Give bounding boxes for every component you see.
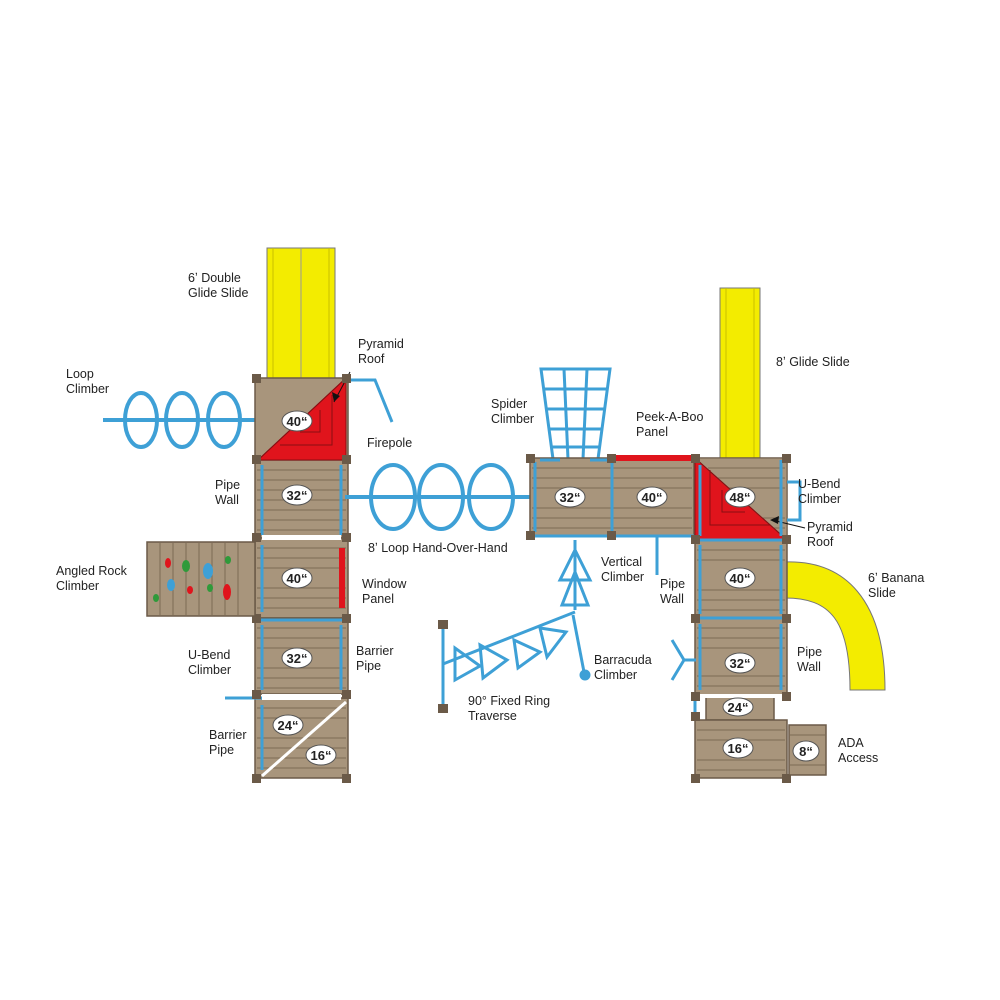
height-badge: 16“: [722, 737, 754, 759]
height-label: 32“: [730, 656, 751, 671]
loop-hand-over-hand: [345, 463, 540, 531]
height-badge: 32“: [281, 647, 313, 669]
height-label: 32“: [287, 651, 308, 666]
traverse-posts: [438, 620, 448, 713]
height-label: 40“: [642, 490, 663, 505]
height-badge: 40“: [281, 410, 313, 432]
height-badge: 40“: [281, 567, 313, 589]
height-label: 40“: [287, 571, 308, 586]
height-label: 8“: [799, 744, 813, 759]
height-badge: 32“: [554, 486, 586, 508]
loop-climber: [103, 391, 255, 449]
height-label: 40“: [730, 571, 751, 586]
height-badge: 32“: [724, 652, 756, 674]
label-firepole: Firepole: [367, 436, 412, 450]
height-badges: 40“ 32“ 40“ 32“ 24“ 16“ 32“ 40“ 48“ 40“ …: [272, 410, 820, 766]
height-label: 24“: [728, 700, 749, 715]
fixed-ring-traverse: [441, 610, 576, 708]
height-badge: 24“: [722, 697, 754, 717]
height-label: 40“: [287, 414, 308, 429]
height-badge: 40“: [636, 486, 668, 508]
glide-slide-8: [719, 287, 761, 467]
label-glide-slide-8: 8ʼ Glide Slide: [776, 355, 850, 369]
height-label: 24“: [278, 718, 299, 733]
angled-rock-climber: [146, 541, 256, 617]
height-badge: 24“: [272, 714, 304, 736]
height-badge: 8“: [792, 740, 820, 762]
height-label: 32“: [287, 488, 308, 503]
banana-slide: [784, 561, 886, 691]
height-label: 48“: [730, 490, 751, 505]
height-label: 32“: [560, 490, 581, 505]
middle-deck: [526, 454, 695, 540]
height-badge: 32“: [281, 484, 313, 506]
height-badge: 48“: [724, 486, 756, 508]
height-badge: 40“: [724, 567, 756, 589]
height-label: 16“: [311, 748, 332, 763]
right-tower: [670, 454, 806, 783]
double-glide-slide: [266, 247, 336, 389]
height-badge: 16“: [305, 744, 337, 766]
spider-climber: [539, 367, 612, 461]
barracuda-climber: [557, 540, 593, 681]
label-loop-hand-over-hand: 8ʼ Loop Hand-Over-Hand: [368, 541, 508, 555]
height-label: 16“: [728, 741, 749, 756]
